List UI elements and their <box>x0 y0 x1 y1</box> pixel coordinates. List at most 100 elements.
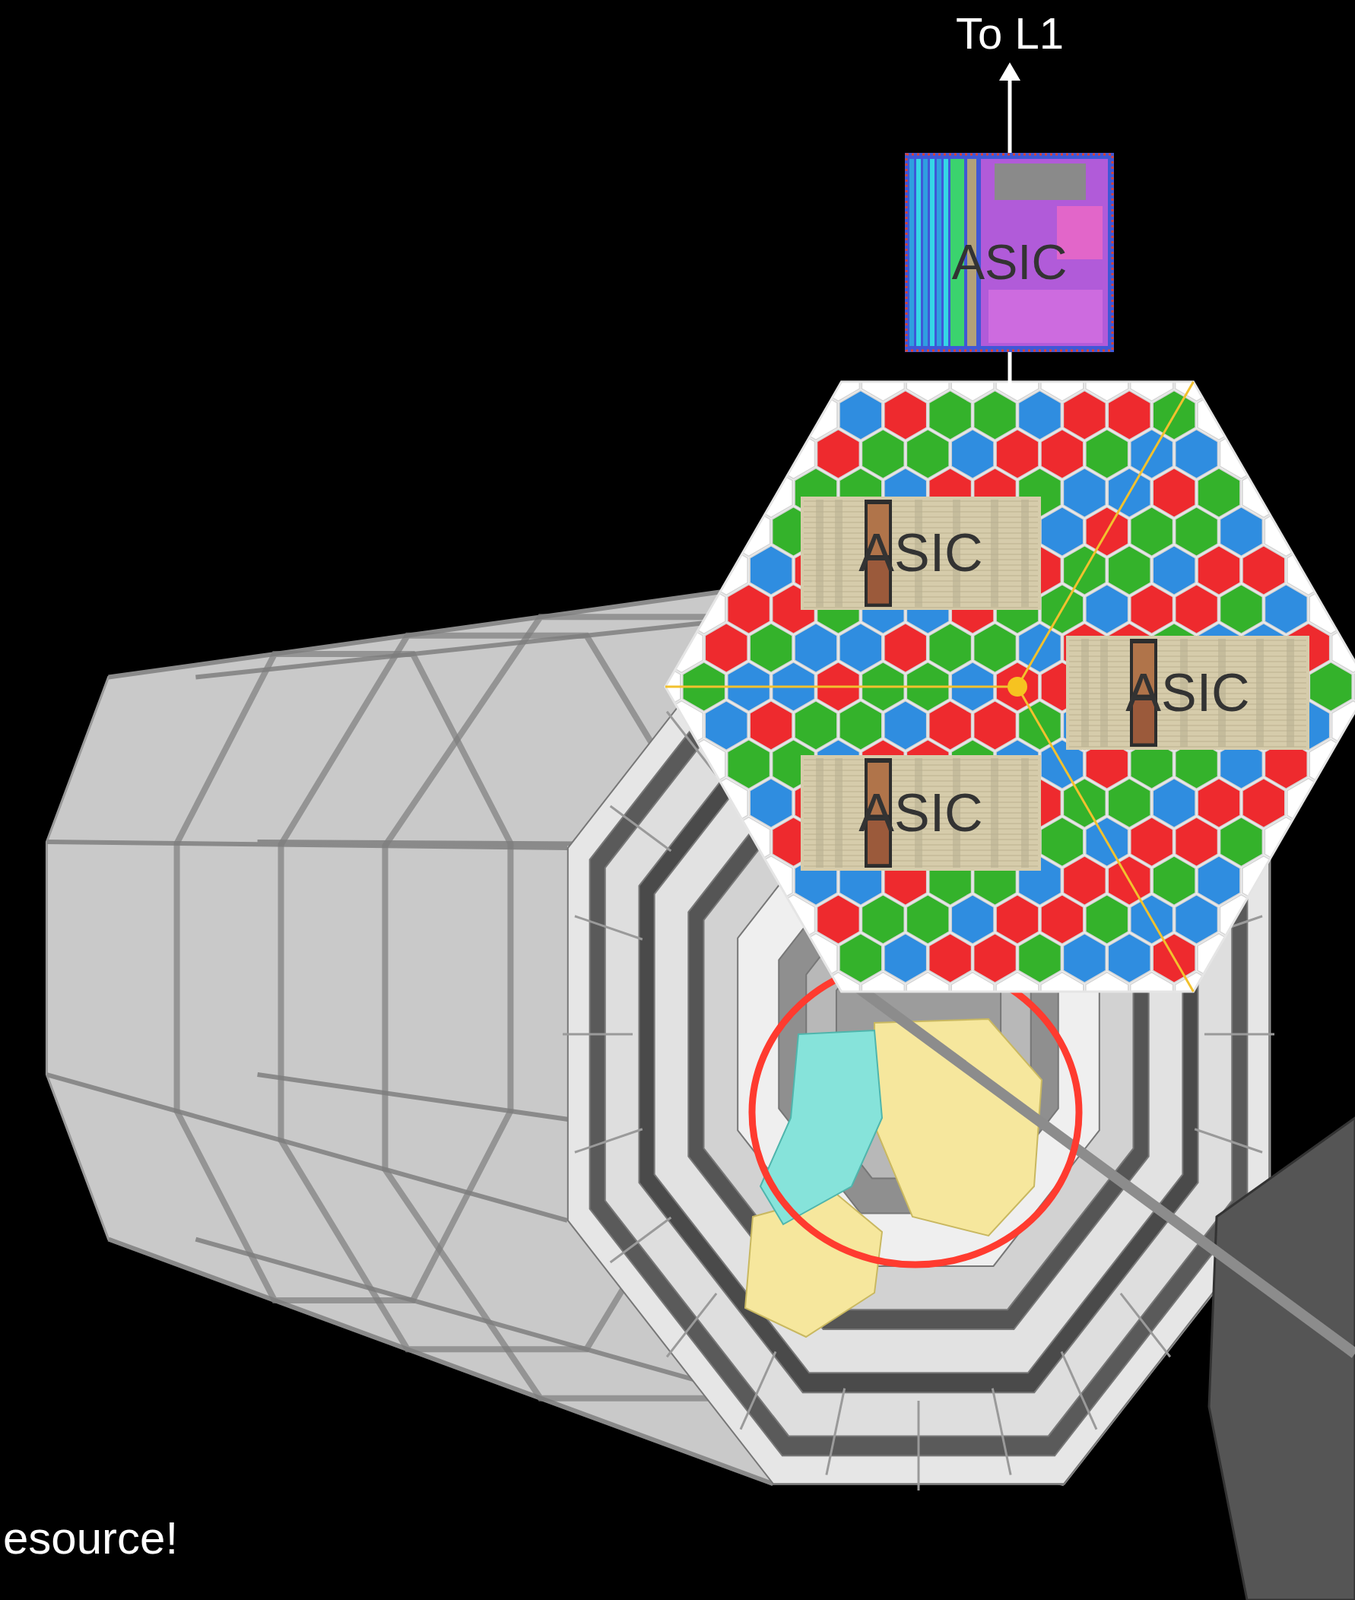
sensor-cell <box>861 352 905 402</box>
sensor-cell <box>1085 584 1129 635</box>
chip-column <box>916 158 921 346</box>
chip-band <box>990 758 999 868</box>
chip-block <box>988 289 1103 343</box>
sensor-cell <box>1130 817 1174 867</box>
endcap-yellow <box>874 1018 1042 1236</box>
chip-column <box>923 158 928 346</box>
sensor-cell <box>749 701 793 751</box>
module-tick <box>610 1217 672 1263</box>
sensor-cell <box>1085 352 1129 402</box>
sensor-cell <box>1107 545 1151 596</box>
chip-label: ASIC <box>951 234 1068 290</box>
asic-chip: ASIC <box>800 755 1041 871</box>
module-tick <box>740 1351 776 1429</box>
endcap-yellow <box>745 1193 883 1337</box>
chip-band <box>834 758 843 868</box>
wafer-division-line <box>665 685 1018 689</box>
module-tick <box>992 1388 1011 1476</box>
beam-pipe <box>859 988 1355 1354</box>
highlight-circle <box>752 960 1079 1265</box>
sensor-cell <box>1040 429 1084 480</box>
wire <box>1008 349 1013 384</box>
sensor-cell <box>1174 429 1218 480</box>
sensor-cell <box>973 390 1016 441</box>
output-label: To L1 <box>955 9 1064 58</box>
chip-block <box>994 163 1086 200</box>
chip-column <box>936 158 942 346</box>
sensor-cell <box>884 701 927 751</box>
sensor-cell <box>749 623 793 673</box>
sensor-cell <box>1174 352 1218 402</box>
sensor-cell <box>951 894 994 945</box>
sensor-cell <box>839 933 883 984</box>
sensor-cell <box>1197 778 1241 829</box>
sensor-cell <box>906 429 949 480</box>
sensor-cell <box>1219 507 1263 557</box>
wafer-ground <box>665 381 1355 992</box>
sensor-cell <box>1040 817 1084 867</box>
chip-band <box>990 499 999 607</box>
sensor-cell <box>839 701 883 751</box>
chip-ground <box>800 755 1041 871</box>
chip-column <box>943 158 949 346</box>
sensor-cell <box>1174 972 1218 1022</box>
sensor-cell <box>727 739 771 790</box>
sensor-cell <box>1130 352 1174 402</box>
sensor-cell <box>1107 390 1151 441</box>
sensor-cell <box>794 701 838 751</box>
sensor-cell <box>816 352 860 402</box>
chip-band <box>1286 638 1295 747</box>
chip-frame <box>906 154 1113 351</box>
sensor-cell <box>1152 545 1196 596</box>
module-tick <box>574 1129 643 1153</box>
sensor-cell <box>884 933 927 984</box>
module-tick <box>1204 1033 1275 1036</box>
sensor-cell <box>906 894 949 945</box>
barrel-body <box>46 584 1270 1485</box>
module-tick <box>1061 1351 1097 1429</box>
chip-ground <box>1066 635 1310 750</box>
sensor-cell <box>1309 662 1352 712</box>
barrel-segment-line <box>108 584 774 678</box>
sensor-cell <box>884 623 927 673</box>
sensor-cell <box>973 623 1016 673</box>
output-arrow-shaft <box>1008 76 1013 155</box>
sensor-cell <box>1219 817 1263 867</box>
asic-chip: ASIC <box>1066 635 1310 750</box>
sensor-cell <box>727 584 771 635</box>
sensor-cell <box>929 701 972 751</box>
sensor-cell <box>973 701 1016 751</box>
wafer-center-dot <box>1007 676 1028 697</box>
sensor-cell <box>906 352 949 402</box>
sensor-cell <box>1197 468 1241 518</box>
sensor-cell <box>1152 468 1196 518</box>
sensor-cell <box>816 429 860 480</box>
person-head <box>1091 1539 1109 1557</box>
sensor-cell <box>951 972 994 1022</box>
sensor-cell <box>1197 545 1241 596</box>
sensor-cell <box>951 352 994 402</box>
sensor-cell <box>1174 817 1218 867</box>
sensor-cell <box>861 429 905 480</box>
sensor-cell <box>816 894 860 945</box>
sensor-cell <box>1063 390 1106 441</box>
wafer <box>637 352 1355 1022</box>
sensor-cell <box>1107 933 1151 984</box>
sensor-cell <box>906 972 949 1022</box>
sensor-cell <box>1063 933 1106 984</box>
chip-column <box>929 158 935 346</box>
chip-label: ASIC <box>858 523 983 583</box>
chip-trace <box>803 607 1038 609</box>
module-tick <box>1120 1293 1171 1357</box>
sensor-cell <box>1085 429 1129 480</box>
sensor-cell <box>1152 778 1196 829</box>
sensor-cell <box>929 623 972 673</box>
sensor-cell <box>1174 584 1218 635</box>
sensor-cell <box>749 778 793 829</box>
sensor-cell <box>839 623 883 673</box>
chip-band <box>1021 499 1029 607</box>
sensor-cell <box>1264 584 1308 635</box>
sensor-cell <box>1085 972 1129 1022</box>
module-tick <box>666 1293 717 1357</box>
